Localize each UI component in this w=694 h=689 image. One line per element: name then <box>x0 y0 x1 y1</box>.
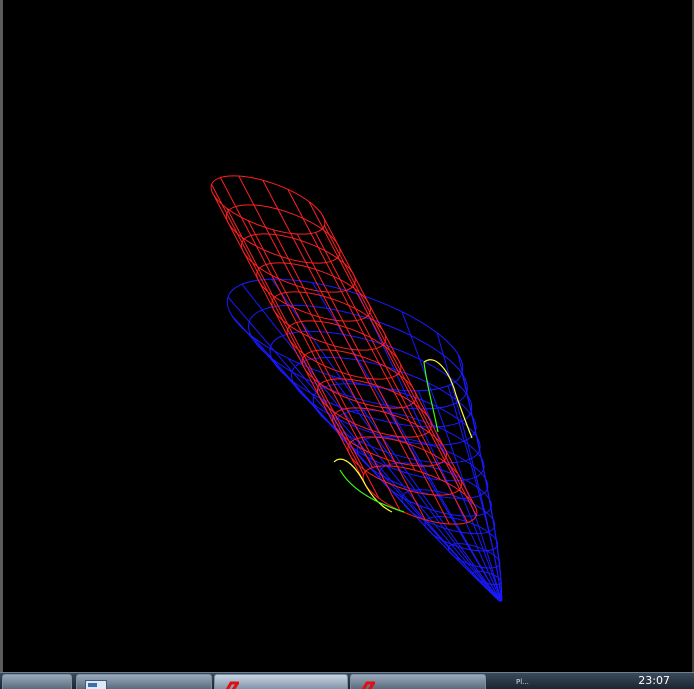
cone-generator-line <box>331 375 501 602</box>
taskbar-button-4[interactable] <box>350 674 486 689</box>
cone-generator-line <box>457 354 503 601</box>
3d-viewport[interactable] <box>0 0 694 672</box>
cone-generator-line <box>401 311 502 600</box>
cone-ring <box>378 462 492 517</box>
cone-generator-line <box>377 387 501 602</box>
taskbar-button-2[interactable] <box>76 674 212 689</box>
blue-wireframe-cone <box>226 278 503 602</box>
intersection-curve-upper-green <box>423 361 439 433</box>
cylinder-generator-line <box>321 214 475 505</box>
cylinder-generator-line <box>226 208 380 499</box>
wireframe-scene <box>210 175 503 602</box>
cylinder-generator-line <box>247 220 401 511</box>
taskbar-button-1[interactable] <box>2 674 72 689</box>
taskbar <box>0 672 694 689</box>
cone-generator-line <box>241 283 499 600</box>
cylinder-generator-line <box>262 180 416 471</box>
window-right-border <box>692 0 694 672</box>
cone-ring <box>334 409 485 482</box>
cylinder-generator-line <box>296 233 450 525</box>
window-left-border <box>0 0 3 672</box>
cone-generator-line <box>271 278 500 600</box>
intersection-curve-lower <box>333 458 393 513</box>
intersection-curves <box>333 359 473 513</box>
tray-label: Pl... <box>516 678 529 686</box>
cylinder-generator-line <box>323 225 477 516</box>
cylinder-generator-line <box>287 189 441 480</box>
intersection-curve-upper <box>423 359 473 439</box>
cylinder-generator-line <box>315 232 468 523</box>
cylinder-generator-line <box>308 201 462 492</box>
cylinder-generator-line <box>211 184 365 475</box>
taskbar-clock[interactable]: 23:07 <box>638 674 670 687</box>
taskbar-button-3[interactable] <box>214 674 348 689</box>
intersection-curve-lower-green <box>339 469 405 513</box>
cylinder-generator-line <box>220 177 373 468</box>
window-icon <box>85 680 107 689</box>
cylinder-generator-line <box>272 229 426 520</box>
cone-generator-line <box>231 315 499 601</box>
cone-ring <box>291 357 477 446</box>
cylinder-generator-line <box>238 175 392 467</box>
red-wireframe-cylinder <box>210 175 478 525</box>
cylinder-generator-line <box>213 195 367 486</box>
